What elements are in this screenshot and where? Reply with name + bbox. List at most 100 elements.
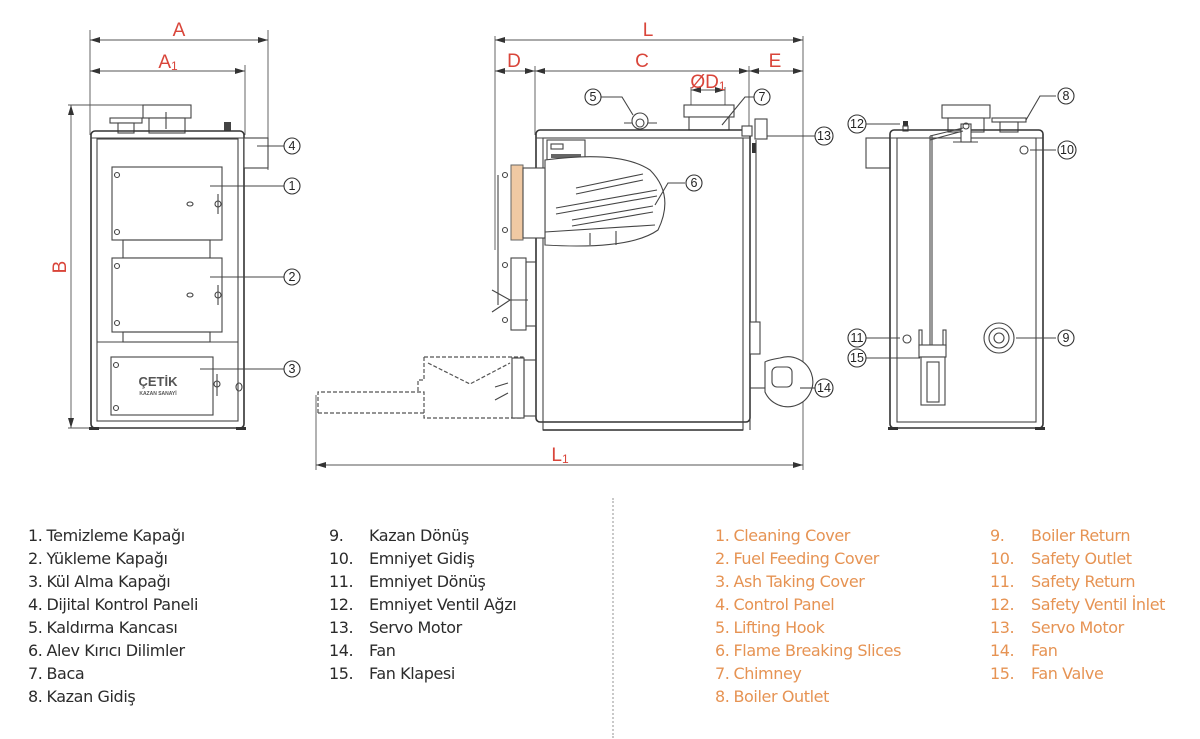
cleaning-cover-door <box>111 166 223 241</box>
legend-item: 14. Fan <box>329 639 516 662</box>
control-panel-back <box>865 137 891 169</box>
legend-item-number: 14. <box>329 641 354 660</box>
dimension-label-l1: L1 <box>551 445 569 466</box>
callout-2: 2 <box>283 268 301 286</box>
legend-item-number: 1. <box>28 526 43 545</box>
legend-item: 15.Fan Valve <box>990 662 1165 685</box>
legend-item-number: 7. <box>28 664 43 683</box>
legend-item: 11. Safety Return <box>990 570 1165 593</box>
legend-item-label: Safety Return <box>1031 572 1136 591</box>
legend-item-number: 5. <box>28 618 43 637</box>
back-view <box>865 95 1056 430</box>
legend-item-number: 9. <box>990 526 1005 545</box>
section-divider <box>612 498 614 738</box>
dimension-label-a1: A1 <box>158 52 178 73</box>
legend-item: 4. Control Panel <box>715 593 901 616</box>
legend-item-number: 7. <box>715 664 730 683</box>
fuel-feeding-cover-door <box>111 257 223 333</box>
legend-item-number: 10. <box>329 549 354 568</box>
side-view: L D C E ØD1 <box>315 20 815 470</box>
legend-item-label: Temizleme Kapağı <box>46 526 185 545</box>
svg-text:8: 8 <box>1063 89 1070 103</box>
legend-item-number: 13. <box>329 618 354 637</box>
callout-14: 14 <box>814 378 834 398</box>
boiler-outlet-flange <box>991 117 1027 123</box>
legend-item: 6. Alev Kırıcı Dilimler <box>28 639 198 662</box>
callout-10: 10 <box>1057 140 1077 160</box>
dimension-label-b: B <box>50 261 71 274</box>
dimension-label-l: L <box>643 20 654 41</box>
legend-item-number: 3. <box>715 572 730 591</box>
svg-text:14: 14 <box>817 381 831 395</box>
legend-item: 5. Kaldırma Kancası <box>28 616 198 639</box>
control-panel-box <box>243 137 269 169</box>
legend-item-label: Fan <box>1031 641 1058 660</box>
legend-item: 7. Baca <box>28 662 198 685</box>
legend-item: 9.Kazan Dönüş <box>329 524 516 547</box>
callout-12: 12 <box>847 114 867 134</box>
legend-item-label: Yükleme Kapağı <box>46 549 168 568</box>
svg-text:2: 2 <box>289 270 296 284</box>
flame-breaking-slices-detail <box>544 156 666 247</box>
legend-item: 2. Fuel Feeding Cover <box>715 547 901 570</box>
legend-item-label: Safety Ventil İnlet <box>1031 595 1166 614</box>
boiler-body-back <box>889 129 1044 429</box>
brand-logo: ÇETİK <box>139 374 179 389</box>
callout-7: 7 <box>753 88 771 106</box>
ash-taking-cover-door <box>110 356 214 416</box>
legend-item-label: Fuel Feeding Cover <box>733 549 879 568</box>
legend-item-number: 13. <box>990 618 1015 637</box>
legend-item-label: Boiler Return <box>1031 526 1131 545</box>
legend-item-label: Ash Taking Cover <box>733 572 865 591</box>
legend-item-label: Cleaning Cover <box>733 526 850 545</box>
legend-item-label: Fan <box>369 641 396 660</box>
legend-item-label: Fan Klapesi <box>369 664 455 683</box>
dimension-label-d: D <box>507 51 521 72</box>
dimension-label-d1: ØD1 <box>690 72 726 93</box>
boiler-body-front <box>90 130 245 429</box>
svg-text:15: 15 <box>850 351 864 365</box>
legend-item: 2. Yükleme Kapağı <box>28 547 198 570</box>
legend-item-number: 5. <box>715 618 730 637</box>
legend-item: 1. Temizleme Kapağı <box>28 524 198 547</box>
legend-item-number: 11. <box>990 572 1015 591</box>
fan <box>764 356 814 408</box>
callout-13: 13 <box>814 126 834 146</box>
legend-item-number: 1. <box>715 526 730 545</box>
brand-logo-subtitle: KAZAN SANAYİ <box>139 390 177 397</box>
legend-item-label: Emniyet Dönüş <box>369 572 486 591</box>
legend-item-label: Kazan Gidiş <box>46 687 136 706</box>
svg-text:10: 10 <box>1060 143 1074 157</box>
legend-item: 15.Fan Klapesi <box>329 662 516 685</box>
legend-item-number: 4. <box>28 595 43 614</box>
legend-item-number: 10. <box>990 549 1015 568</box>
legend-item: 1. Cleaning Cover <box>715 524 901 547</box>
chimney <box>683 104 735 118</box>
legend-item-number: 15. <box>990 664 1015 683</box>
legend-item-label: Lifting Hook <box>733 618 825 637</box>
legend-item-number: 14. <box>990 641 1015 660</box>
chimney-back <box>941 104 991 119</box>
legend-item-number: 2. <box>715 549 730 568</box>
legend-item: 9. Boiler Return <box>990 524 1165 547</box>
legend-item-label: Servo Motor <box>369 618 462 637</box>
legend-item-number: 4. <box>715 595 730 614</box>
burner-flange <box>510 164 524 241</box>
legend-item: 13.Servo Motor <box>990 616 1165 639</box>
front-view: A A1 B <box>50 20 284 430</box>
legend-item-label: Chimney <box>733 664 802 683</box>
legend-item-number: 8. <box>715 687 730 706</box>
callout-5: 5 <box>584 88 602 106</box>
legend-item-label: Emniyet Gidiş <box>369 549 475 568</box>
callout-3: 3 <box>283 360 301 378</box>
legend-item: 12.Emniyet Ventil Ağzı <box>329 593 517 616</box>
legend-item: 12.Safety Ventil İnlet <box>990 593 1165 616</box>
svg-text:7: 7 <box>759 90 766 104</box>
legend-item: 8. Kazan Gidiş <box>28 685 198 708</box>
legend-item: 13. Servo Motor <box>329 616 516 639</box>
svg-text:11: 11 <box>851 331 864 345</box>
legend-item-label: Emniyet Ventil Ağzı <box>369 595 517 614</box>
